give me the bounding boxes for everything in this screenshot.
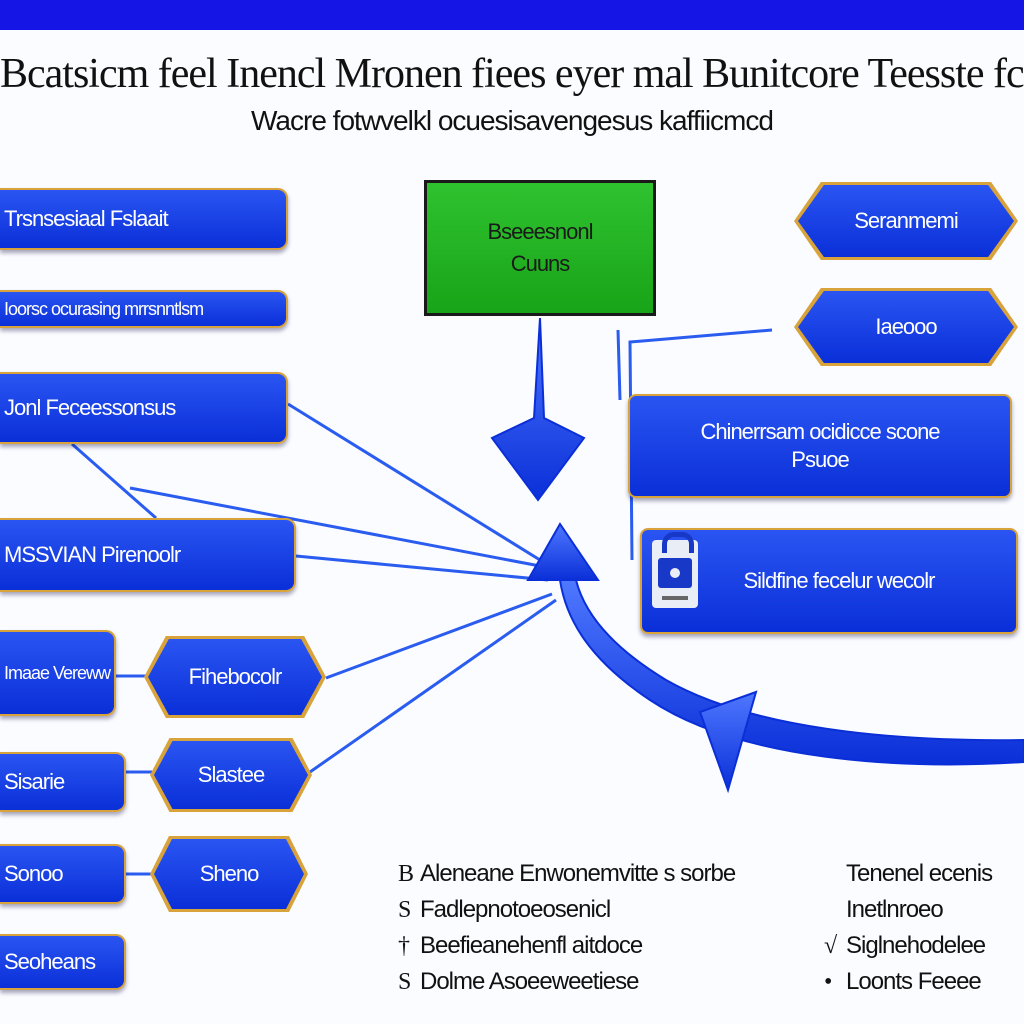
top-bar (0, 0, 1024, 30)
left-node-label: Seoheans (4, 949, 96, 974)
right-node-3[interactable]: Chinerrsam ocidicce scone Psuoe (628, 394, 1012, 498)
left-node-2[interactable]: Ioorsc ocurasing mrrsnntlsm (0, 290, 288, 328)
left-node-label: Sisarie (4, 769, 65, 794)
legend-mark: √ (824, 933, 837, 959)
left-node-label: Sonoo (4, 861, 64, 886)
right-node-label: Iaeooo (875, 314, 937, 339)
right-node-4[interactable]: Sildfine fecelur wecolr (640, 528, 1018, 634)
return-arrow-icon (558, 579, 1024, 766)
hex-node-label: Fihebocolr (188, 664, 283, 689)
left-node-1[interactable]: Trsnsesiaal Fslaait (0, 188, 288, 250)
right-node-label: Seranmemi (854, 208, 958, 233)
legend-text: Loonts Feeee (846, 968, 982, 995)
legend-item: • Loonts Feeee (824, 964, 992, 1000)
hub-arrow-icon (526, 522, 600, 581)
hex-node-1[interactable]: Fihebocolr (148, 639, 322, 715)
right-node-label: Sildfine fecelur wecolr (743, 568, 936, 593)
left-node-7[interactable]: Sonoo (0, 844, 126, 904)
diagram-title: Bcatsicm feel Inencl Mronen fiees eyer m… (0, 52, 1024, 96)
legend-item: † Beefieanehenfl aitdoce (398, 928, 735, 964)
legend-right: Tenenel ecenis Inetlnroeo √ Siglnehodelee… (824, 856, 993, 1000)
left-node-label: Trsnsesiaal Fslaait (4, 206, 169, 231)
right-node-label: Chinerrsam ocidicce scone Psuoe (700, 419, 940, 472)
left-node-4[interactable]: MSSVIAN Pirenoolr (0, 518, 296, 592)
left-node-label: Jonl Feceessonsus (4, 395, 176, 420)
legend-text: Tenenel ecenis (846, 860, 993, 887)
legend-text: Dolme Asoeeweetiese (420, 968, 639, 995)
lock-icon (652, 532, 698, 608)
hex-node-label: Slastee (197, 762, 265, 787)
left-node-label: Ioorsc ocurasing mrrsnntlsm (4, 299, 204, 319)
left-node-3[interactable]: Jonl Feceessonsus (0, 372, 288, 444)
right-node-1[interactable]: Seranmemi (798, 185, 1014, 257)
hex-node-label: Sheno (199, 861, 260, 886)
legend-item: √ Siglnehodelee (824, 928, 992, 964)
legend-item: Tenenel ecenis (824, 856, 993, 892)
legend-text: Aleneane Enwonemvitte s sorbe (420, 860, 736, 887)
diagram-subtitle: Wacre fotwvelkl ocuesisavengesus kaffiic… (251, 105, 774, 136)
legend-item: Inetlnroeo (824, 892, 992, 928)
left-node-label: Imaae Vereww (4, 663, 111, 683)
left-node-label: MSSVIAN Pirenoolr (4, 542, 181, 567)
legend-text: Fadlepnotoeosenicl (420, 896, 611, 923)
left-node-6[interactable]: Sisarie (0, 752, 126, 812)
legend-mark: S (398, 897, 411, 923)
legend-mark: • (824, 969, 832, 995)
right-node-2[interactable]: Iaeooo (798, 291, 1014, 363)
legend-text: Siglnehodelee (846, 932, 986, 959)
legend-text: Beefieanehenfl aitdoce (420, 932, 643, 959)
left-node-8[interactable]: Seoheans (0, 934, 126, 990)
return-arrowhead-icon (698, 690, 758, 794)
down-arrow-icon (490, 317, 586, 502)
legend-item: S Fadlepnotoeosenicl (398, 892, 735, 928)
left-node-5[interactable]: Imaae Vereww (0, 630, 116, 716)
legend-mark: † (398, 933, 410, 959)
legend-mark: S (398, 969, 411, 995)
connector-lines (71, 328, 773, 876)
center-node[interactable]: Bseeesnonl Cuuns (424, 180, 656, 316)
legend-mark: B (398, 861, 414, 887)
legend-item: S Dolme Asoeeweetiese (398, 964, 735, 1000)
hex-node-2[interactable]: Slastee (154, 741, 308, 809)
hex-node-3[interactable]: Sheno (154, 839, 304, 909)
center-node-line1: Bseeesnonl (487, 219, 594, 244)
center-node-line2: Cuuns (510, 251, 571, 276)
legend-text: Inetlnroeo (846, 896, 944, 923)
